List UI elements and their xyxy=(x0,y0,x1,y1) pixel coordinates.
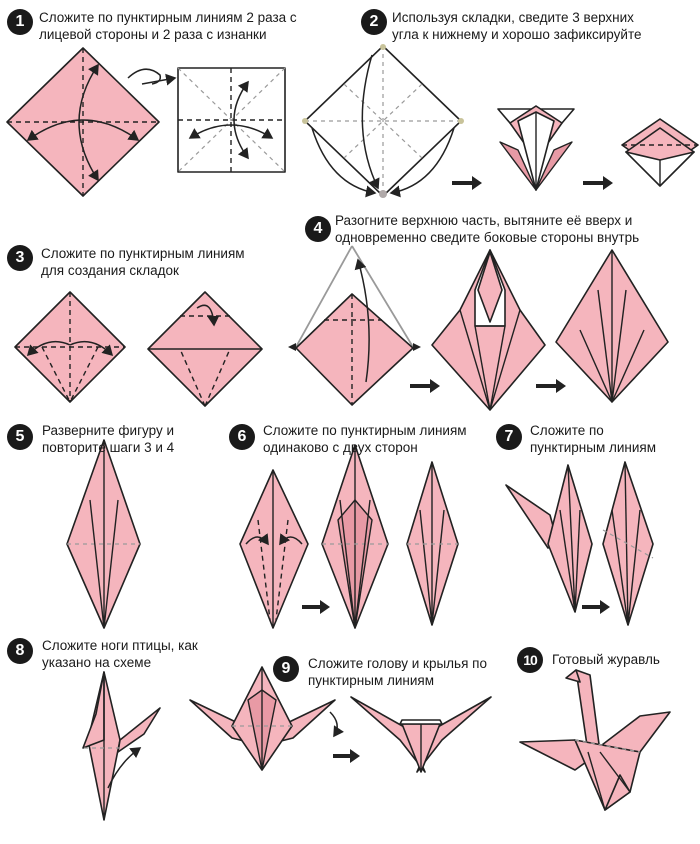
step-6-instruction: Сложите по пунктирным линиям одинаково с… xyxy=(263,422,467,456)
next-arrow-icon xyxy=(452,176,482,190)
step-10-instruction: Готовый журавль xyxy=(552,651,660,668)
step4-petal-fold-middle xyxy=(431,249,546,411)
step-7-line-1: Сложите по xyxy=(530,423,604,438)
step-number-badge: 9 xyxy=(273,656,299,682)
step-number-badge: 10 xyxy=(517,647,543,673)
step5-bird-base xyxy=(66,439,141,629)
step-8-line-1: Сложите ноги птицы, как xyxy=(42,638,198,653)
step2-diamond-white xyxy=(302,44,464,198)
step-4-line-1: Разогните верхнюю часть, вытяните её вве… xyxy=(335,213,633,228)
step-6-line-1: Сложите по пунктирным линиям xyxy=(263,423,467,438)
step-number-badge: 3 xyxy=(7,245,33,271)
next-arrow-icon xyxy=(302,600,330,614)
step-2-line-1: Используя складки, сведите 3 верхних xyxy=(392,10,634,25)
step-3-line-2: для создания складок xyxy=(41,263,179,278)
step1-square-diamond xyxy=(6,47,160,197)
step4-petal-fold-start xyxy=(288,245,421,406)
flip-over-icon xyxy=(127,68,177,86)
step7-narrow-shape xyxy=(602,461,654,626)
step7-inside-reverse xyxy=(505,464,593,613)
step-7-line-2: пунктирным линиям xyxy=(530,440,657,455)
step-10-line-1: Готовый журавль xyxy=(552,652,660,667)
step-6-line-2: одинаково с двух сторон xyxy=(263,440,418,455)
next-arrow-icon xyxy=(333,749,360,763)
step4-petal-fold-done xyxy=(555,249,669,403)
step-2-instruction: Используя складки, сведите 3 верхних угл… xyxy=(392,9,641,43)
step6-narrowed xyxy=(406,461,459,626)
step-5-line-2: повторите шаги 3 и 4 xyxy=(42,440,175,455)
next-arrow-icon xyxy=(583,176,613,190)
step-2-line-2: угла к нижнему и хорошо зафиксируйте xyxy=(392,27,642,42)
step-5-instruction: Разверните фигуру и повторите шаги 3 и 4 xyxy=(42,422,174,456)
step-1-line-1: Сложите по пунктирным линиям 2 раза с xyxy=(39,10,297,25)
step10-finished-crane xyxy=(519,669,671,811)
step-number-badge: 6 xyxy=(229,424,255,450)
step-8-line-2: указано на схеме xyxy=(42,655,152,670)
step2-collapsing-model xyxy=(497,105,575,191)
step-5-line-1: Разверните фигуру и xyxy=(42,423,174,438)
step-9-line-1: Сложите голову и крылья по xyxy=(308,656,487,671)
step1-square-white xyxy=(177,67,286,173)
step9-head-wings xyxy=(189,666,344,771)
step-number-badge: 8 xyxy=(7,638,33,664)
next-arrow-icon xyxy=(536,379,566,393)
step-3-line-1: Сложите по пунктирным линиям xyxy=(41,246,245,261)
step-4-instruction: Разогните верхнюю часть, вытяните её вве… xyxy=(335,212,639,246)
step-number-badge: 5 xyxy=(7,424,33,450)
step-number-badge: 2 xyxy=(361,9,387,35)
step9-flattened xyxy=(350,696,492,773)
step6-bird-base-folding xyxy=(239,469,309,629)
step8-legs xyxy=(82,671,161,821)
step-1-instruction: Сложите по пунктирным линиям 2 раза с ли… xyxy=(39,9,297,43)
step6-narrowing xyxy=(321,444,389,629)
step-7-instruction: Сложите по пунктирным линиям xyxy=(530,422,656,456)
step-9-instruction: Сложите голову и крылья по пунктирным ли… xyxy=(308,655,487,689)
step-3-instruction: Сложите по пунктирным линиям для создани… xyxy=(41,245,245,279)
step-number-badge: 4 xyxy=(305,216,331,242)
step-4-line-2: одновременно сведите боковые стороны вну… xyxy=(335,230,640,245)
step-8-instruction: Сложите ноги птицы, как указано на схеме xyxy=(42,637,198,671)
next-arrow-icon xyxy=(410,379,440,393)
step3-square-base-2 xyxy=(147,291,263,407)
step2-square-base xyxy=(621,118,699,187)
step-1-line-2: лицевой стороны и 2 раза с изнанки xyxy=(39,27,267,42)
next-arrow-icon xyxy=(582,600,610,614)
step3-square-base-1 xyxy=(14,291,126,403)
step-number-badge: 7 xyxy=(496,424,522,450)
step-9-line-2: пунктирным линиям xyxy=(308,673,435,688)
step-number-badge: 1 xyxy=(7,9,33,35)
